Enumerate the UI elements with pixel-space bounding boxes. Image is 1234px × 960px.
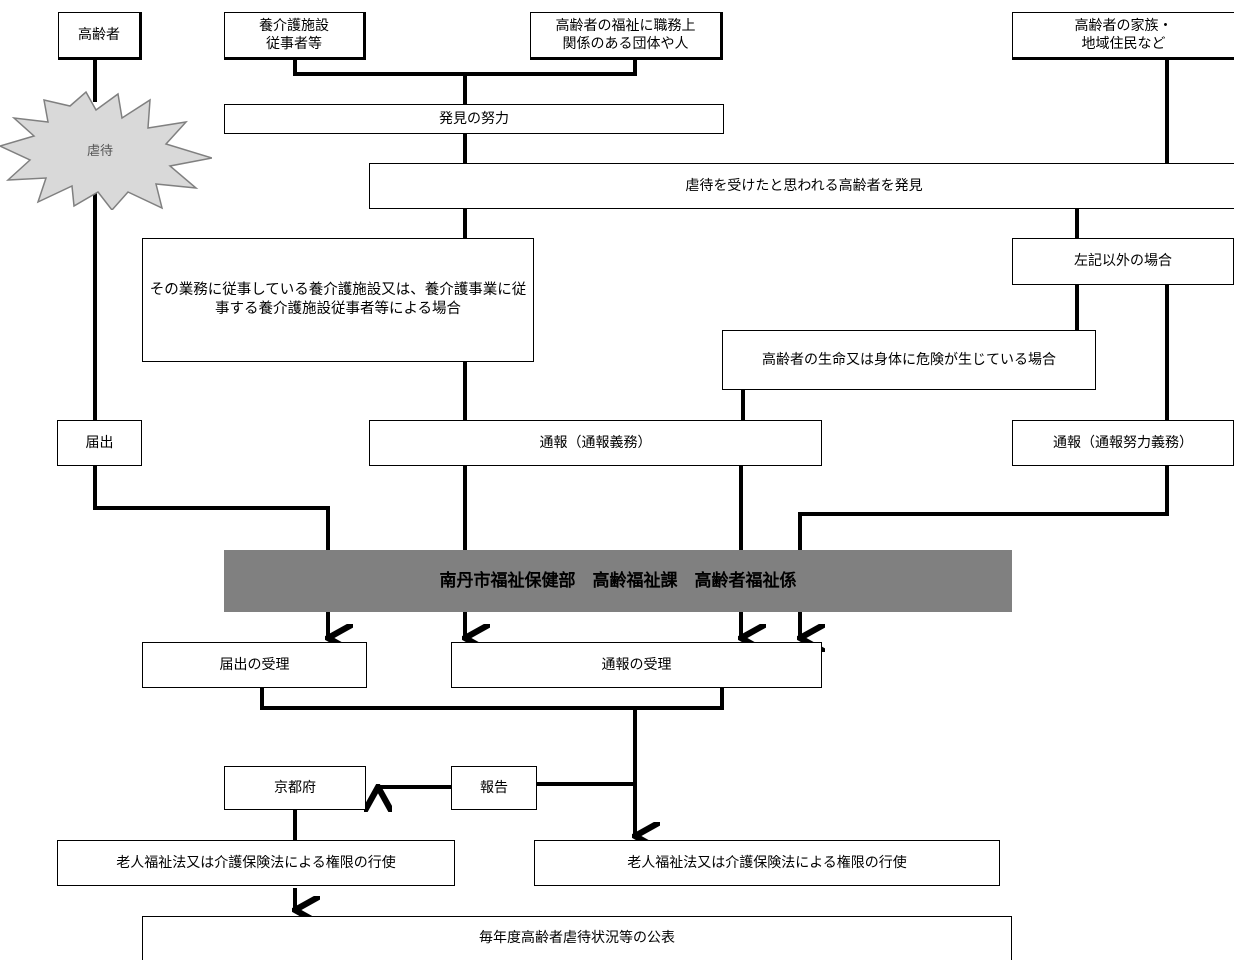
node-discovery-effort-text: 発見の努力 <box>439 110 509 127</box>
node-elderly: 高齢者 <box>58 12 142 60</box>
node-annual-publication: 毎年度高齢者虐待状況等の公表 <box>142 916 1012 960</box>
node-report-to-pref: 報告 <box>451 766 537 810</box>
node-discovery-effort: 発見の努力 <box>224 104 724 134</box>
node-related-groups-text: 高齢者の福祉に職務上 関係のある団体や人 <box>555 17 696 52</box>
node-other-case: 左記以外の場合 <box>1012 238 1234 285</box>
node-notification-filing-text: 届出 <box>85 434 114 451</box>
node-authority-pref: 老人福祉法又は介護保険法による権限の行使 <box>57 840 455 886</box>
node-authority-city-text: 老人福祉法又は介護保険法による権限の行使 <box>627 854 907 871</box>
node-city-office: 南丹市福祉保健部 高齢福祉課 高齢者福祉係 <box>224 550 1012 612</box>
node-danger-case-text: 高齢者の生命又は身体に危険が生じている場合 <box>762 351 1056 368</box>
node-related-groups: 高齢者の福祉に職務上 関係のある団体や人 <box>530 12 723 60</box>
abuse-burst-shape <box>0 90 212 210</box>
node-family: 高齢者の家族・ 地域住民など <box>1012 12 1234 60</box>
node-report-mandatory: 通報（通報義務） <box>369 420 822 466</box>
node-family-text: 高齢者の家族・ 地域住民など <box>1074 17 1173 52</box>
node-report-effort-text: 通報（通報努力義務） <box>1053 434 1193 451</box>
node-filing-accepted-text: 届出の受理 <box>219 656 290 673</box>
node-notification-filing: 届出 <box>57 420 142 466</box>
node-annual-publication-text: 毎年度高齢者虐待状況等の公表 <box>479 930 675 947</box>
line-filing-office <box>93 463 330 552</box>
node-elderly-text: 高齢者 <box>78 26 120 43</box>
node-report-to-pref-text: 報告 <box>480 779 508 796</box>
node-danger-case: 高齢者の生命又は身体に危険が生じている場合 <box>722 330 1096 390</box>
node-facility-staff-text: 養介護施設 従事者等 <box>259 17 329 52</box>
node-facility-case: その業務に従事している養介護施設又は、養介護事業に従事する養介護施設従事者等によ… <box>142 238 534 362</box>
node-facility-staff: 養介護施設 従事者等 <box>224 12 366 60</box>
node-city-office-text: 南丹市福祉保健部 高齢福祉課 高齢者福祉係 <box>439 570 797 591</box>
node-report-accepted: 通報の受理 <box>451 642 822 688</box>
node-other-case-text: 左記以外の場合 <box>1074 253 1172 270</box>
node-authority-city: 老人福祉法又は介護保険法による権限の行使 <box>534 840 1000 886</box>
node-filing-accepted: 届出の受理 <box>142 642 367 688</box>
node-report-effort: 通報（通報努力義務） <box>1012 420 1234 466</box>
node-prefecture-text: 京都府 <box>274 779 316 796</box>
node-report-mandatory-text: 通報（通報義務） <box>539 434 652 451</box>
node-discover: 虐待を受けたと思われる高齢者を発見 <box>369 163 1234 209</box>
node-authority-pref-text: 老人福祉法又は介護保険法による権限の行使 <box>116 854 396 871</box>
node-discover-text: 虐待を受けたと思われる高齢者を発見 <box>685 177 923 194</box>
node-report-accepted-text: 通報の受理 <box>601 656 672 673</box>
node-facility-case-text: その業務に従事している養介護施設又は、養介護事業に従事する養介護施設従事者等によ… <box>149 282 527 317</box>
abuse-label: 虐待 <box>86 144 113 159</box>
node-prefecture: 京都府 <box>224 766 366 810</box>
